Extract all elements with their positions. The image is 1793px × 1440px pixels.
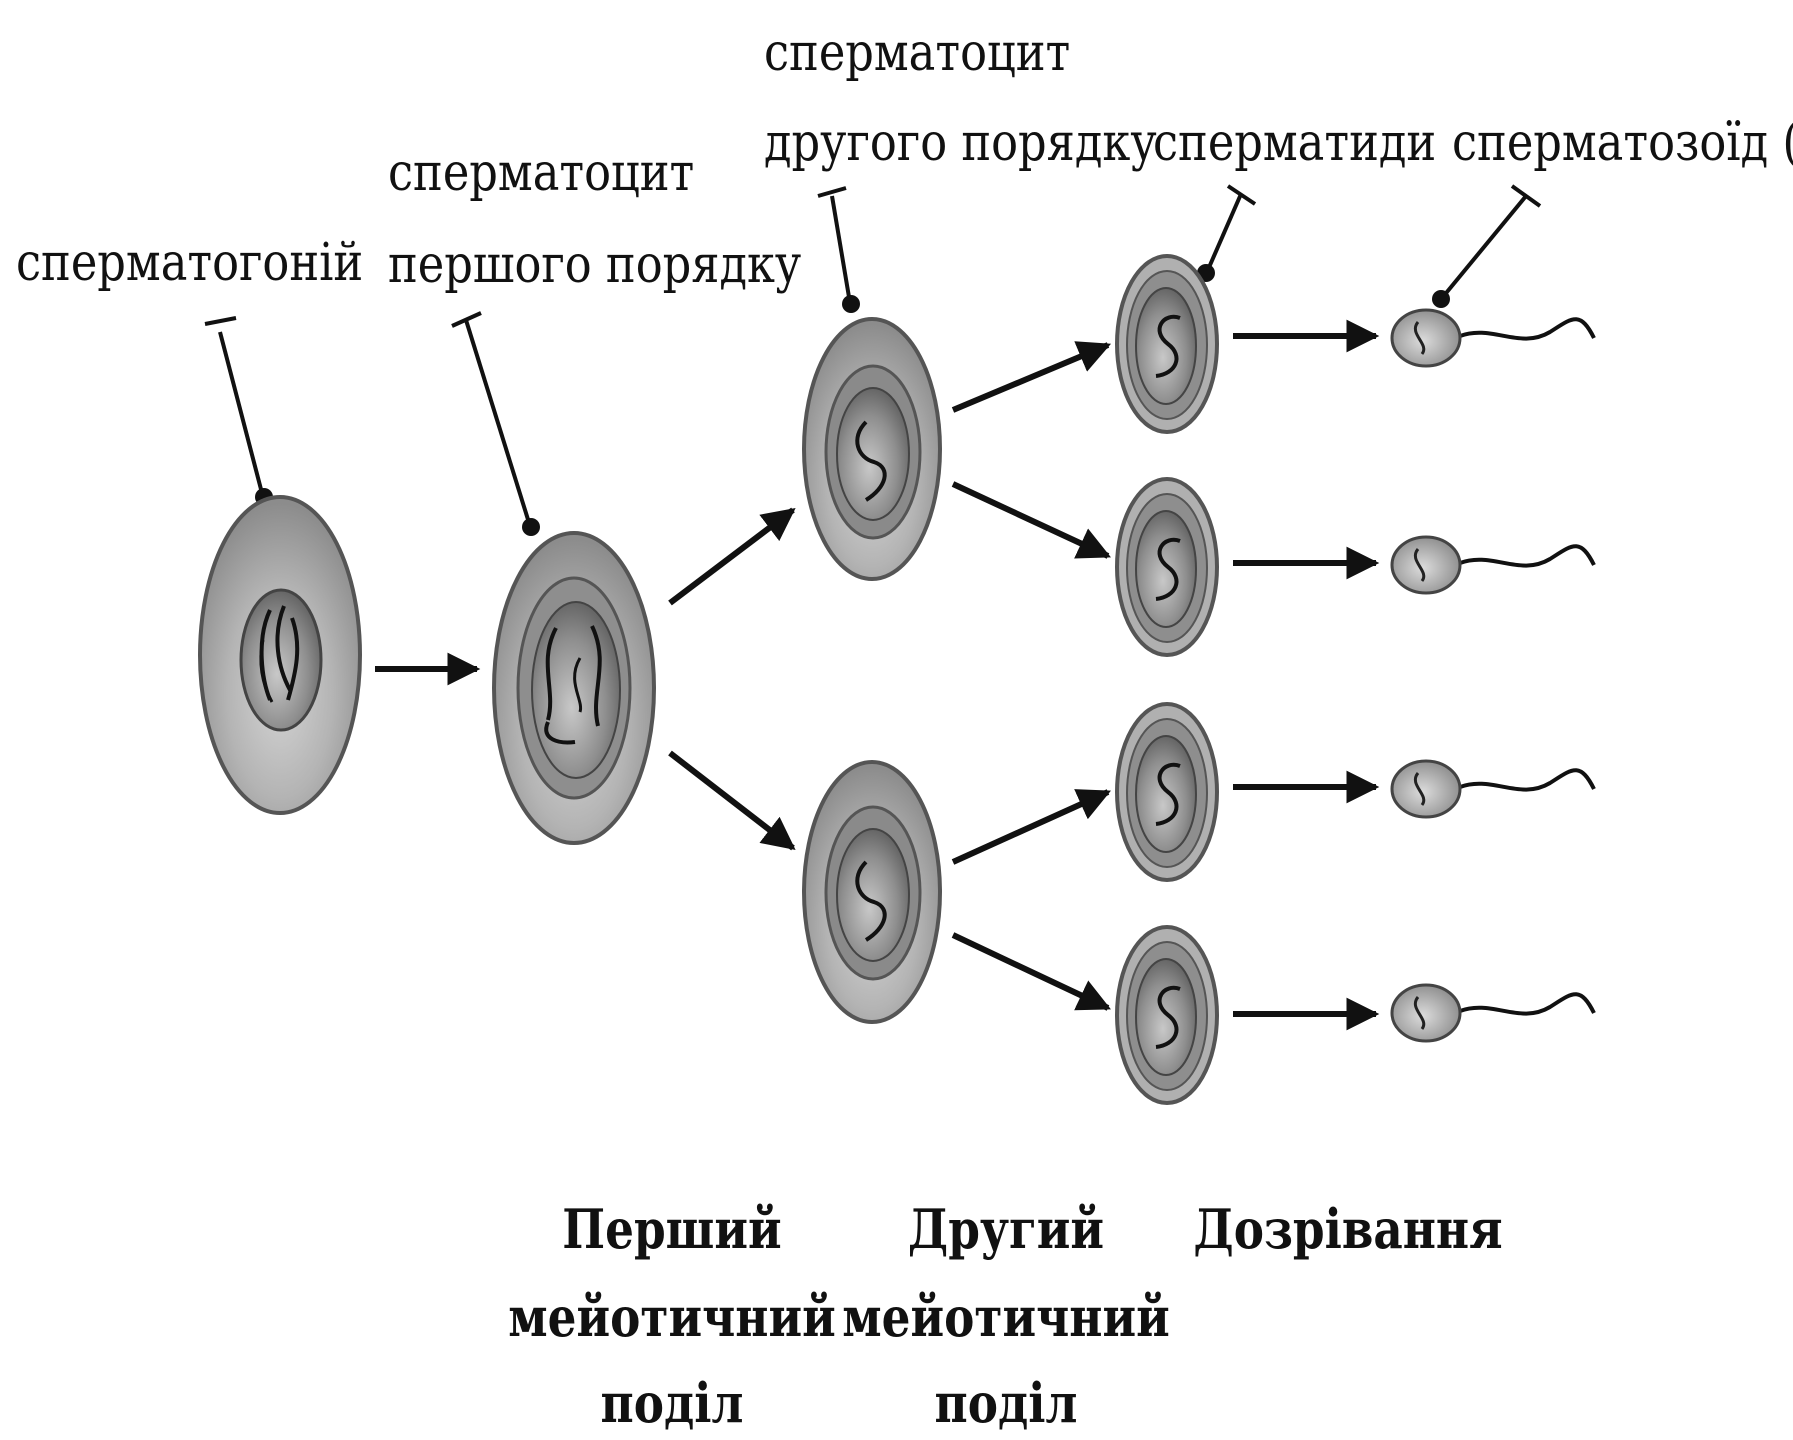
arrow-secondary-bottom-to-spermatid-4 (953, 935, 1108, 1008)
label-spermatids: сперматиди (1153, 113, 1436, 173)
spermatozoon-4 (1392, 985, 1594, 1041)
label-secondary-spermatocyte-line2: другого порядку (764, 113, 1157, 173)
label-primary-spermatocyte-line2: першого порядку (388, 235, 801, 295)
spermatid-cell-1 (1117, 256, 1217, 432)
spermatozoon-1 (1392, 310, 1594, 366)
stage-meiosis1-line1: Перший (562, 1197, 781, 1261)
arrow-secondary-top-to-spermatid-1 (953, 345, 1108, 410)
stage-meiosis1-line2: мейотичний (508, 1285, 836, 1349)
stage-meiosis2-line1: Другий (908, 1197, 1104, 1261)
spermatid-cell-3 (1117, 704, 1217, 880)
spermatid-cell-2 (1117, 479, 1217, 655)
spermatogonium-cell (200, 497, 360, 813)
pointer-spermatids (1197, 186, 1255, 282)
stage-meiosis2-line2: мейотичний (842, 1285, 1170, 1349)
pointer-spermatozoon (1432, 186, 1540, 308)
arrow-primary-to-secondary-bottom (670, 753, 793, 848)
stage-meiosis1-line3: поділ (601, 1371, 744, 1435)
primary-spermatocyte-cell (494, 533, 654, 843)
pointer-primary-spermatocyte (452, 313, 540, 536)
stage-meiosis2-line3: поділ (935, 1371, 1078, 1435)
label-spermatozoon: сперматозоїд (n) (1452, 113, 1793, 173)
pointer-secondary-spermatocyte (818, 188, 860, 313)
secondary-spermatocyte-cell-bottom (804, 762, 940, 1022)
pointer-spermatogonium (205, 318, 273, 506)
spermatid-cell-4 (1117, 927, 1217, 1103)
label-primary-spermatocyte-line1: сперматоцит (388, 143, 694, 203)
arrow-primary-to-secondary-top (670, 510, 793, 603)
arrow-secondary-bottom-to-spermatid-3 (953, 792, 1108, 862)
stage-maturation: Дозрівання (1193, 1197, 1502, 1261)
arrow-secondary-top-to-spermatid-2 (953, 484, 1108, 556)
label-secondary-spermatocyte-line1: сперматоцит (764, 23, 1070, 83)
label-spermatogonium: сперматогоній (16, 233, 363, 293)
spermatozoon-2 (1392, 537, 1594, 593)
spermatozoon-3 (1392, 761, 1594, 817)
secondary-spermatocyte-cell-top (804, 319, 940, 579)
